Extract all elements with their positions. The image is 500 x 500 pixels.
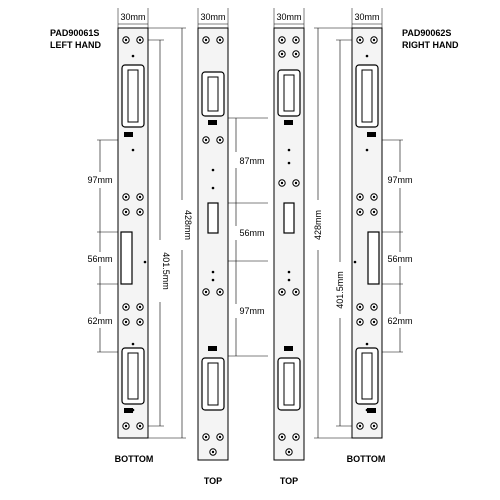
dimension-97mm: 97mm — [87, 175, 112, 185]
plate-top-1 — [197, 27, 229, 461]
bottom-label-left: BOTTOM — [115, 454, 154, 464]
dimension-62mm: 62mm — [87, 316, 112, 326]
plate-right-bolt-slot — [367, 231, 380, 285]
width-dimension-right: 30mm — [351, 8, 383, 28]
bottom-label-right: BOTTOM — [347, 454, 386, 464]
right-spacing-dimensions: 97mm 56mm 62mm — [382, 139, 413, 353]
plate-left-holes — [122, 36, 147, 430]
left-product-code: PAD90061S — [50, 28, 99, 38]
dimension-56mm: 56mm — [387, 254, 412, 264]
plate-top-1-latch-slots — [201, 71, 225, 411]
plate-top-2-bolt-slot — [283, 202, 295, 234]
plate-top-1-holes — [202, 36, 224, 456]
dimension-428mm: 428mm — [313, 210, 323, 240]
plate-left-hand — [117, 27, 149, 439]
width-dimension-top-1: 30mm — [197, 8, 229, 28]
left-spacing-dimensions: 97mm 56mm 62mm — [87, 139, 118, 353]
top-label-1: TOP — [204, 476, 222, 486]
width-label: 30mm — [120, 12, 145, 22]
right-hand-label: RIGHT HAND — [402, 40, 459, 50]
dimension-401-5mm: 401.5mm — [335, 271, 345, 309]
right-product-code: PAD90062S — [402, 28, 451, 38]
left-length-dimensions: 428mm 401.5mm — [148, 27, 193, 439]
plate-left-latch-slots — [121, 64, 145, 413]
left-hand-label: LEFT HAND — [50, 40, 101, 50]
dimension-62mm: 62mm — [387, 316, 412, 326]
dimension-87mm: 87mm — [239, 156, 264, 166]
plate-top-1-bolt-slot — [207, 202, 219, 234]
plate-top-2-latch-slots — [277, 69, 301, 411]
dimension-428mm: 428mm — [183, 210, 193, 240]
plate-top-2-holes — [278, 36, 300, 456]
plate-right-holes — [353, 36, 378, 430]
plate-right-latch-slots — [355, 64, 379, 413]
plate-top-2 — [273, 27, 305, 461]
dimension-401-5mm: 401.5mm — [161, 252, 171, 290]
width-label: 30mm — [276, 12, 301, 22]
width-dimension-top-2: 30mm — [273, 8, 305, 28]
middle-spacing-dimensions: 87mm 56mm 97mm — [228, 117, 268, 357]
right-length-dimensions: 428mm 401.5mm — [313, 27, 352, 439]
dimension-56mm: 56mm — [239, 228, 264, 238]
width-label: 30mm — [354, 12, 379, 22]
dimension-97mm: 97mm — [387, 175, 412, 185]
plate-right-hand — [351, 27, 383, 439]
width-dimension-left: 30mm — [117, 8, 149, 28]
dimension-56mm: 56mm — [87, 254, 112, 264]
top-label-2: TOP — [280, 476, 298, 486]
plate-left-bolt-slot — [120, 231, 133, 285]
width-label: 30mm — [200, 12, 225, 22]
dimension-97mm: 97mm — [239, 306, 264, 316]
